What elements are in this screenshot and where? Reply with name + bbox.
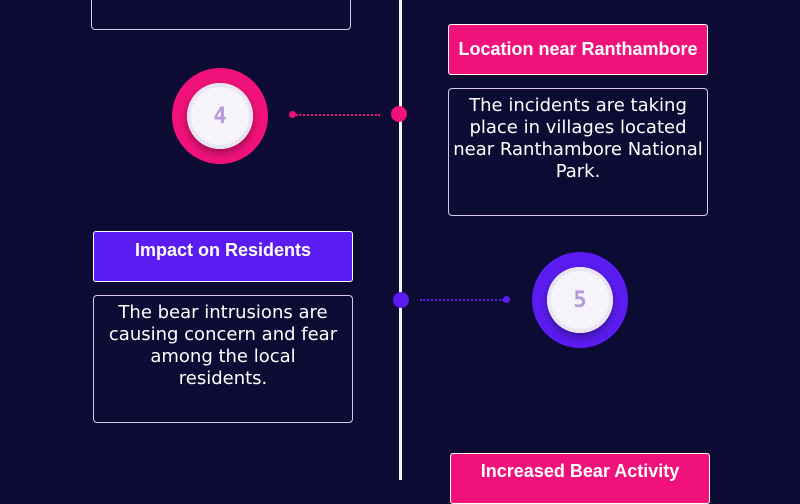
step-5-timeline-dot xyxy=(393,292,409,308)
step-5-connector-dot xyxy=(503,296,510,303)
step-5-number-medallion: 5 xyxy=(532,252,628,348)
step-5-description-box xyxy=(93,295,353,423)
step-4-timeline-dot xyxy=(391,106,407,122)
step-5-number: 5 xyxy=(573,287,587,313)
step-4-number: 4 xyxy=(213,103,227,129)
step-5-connector-line xyxy=(420,299,504,301)
step-5-description: The bear intrusions are causing concern … xyxy=(108,302,338,389)
step-4-description-box xyxy=(448,88,708,216)
step-4-number-disc: 4 xyxy=(187,83,253,149)
step-5-title: Impact on Residents xyxy=(134,240,312,260)
step-6-title: Increased Bear Activity xyxy=(480,461,680,481)
step-4-connector-dot xyxy=(289,111,296,118)
step-5-number-disc: 5 xyxy=(547,267,613,333)
step-6-title-box: Increased Bear Activity xyxy=(450,453,710,504)
step-4-title: Location near Ranthambore xyxy=(458,39,698,59)
timeline-line xyxy=(399,0,402,480)
step-4-description: The incidents are taking place in villag… xyxy=(453,95,703,182)
step-5-title-box: Impact on Residents xyxy=(93,231,353,282)
step-4-title-box: Location near Ranthambore xyxy=(448,24,708,75)
step-4-connector-line xyxy=(296,114,380,116)
previous-step-description-box xyxy=(91,0,351,30)
step-4-number-medallion: 4 xyxy=(172,68,268,164)
